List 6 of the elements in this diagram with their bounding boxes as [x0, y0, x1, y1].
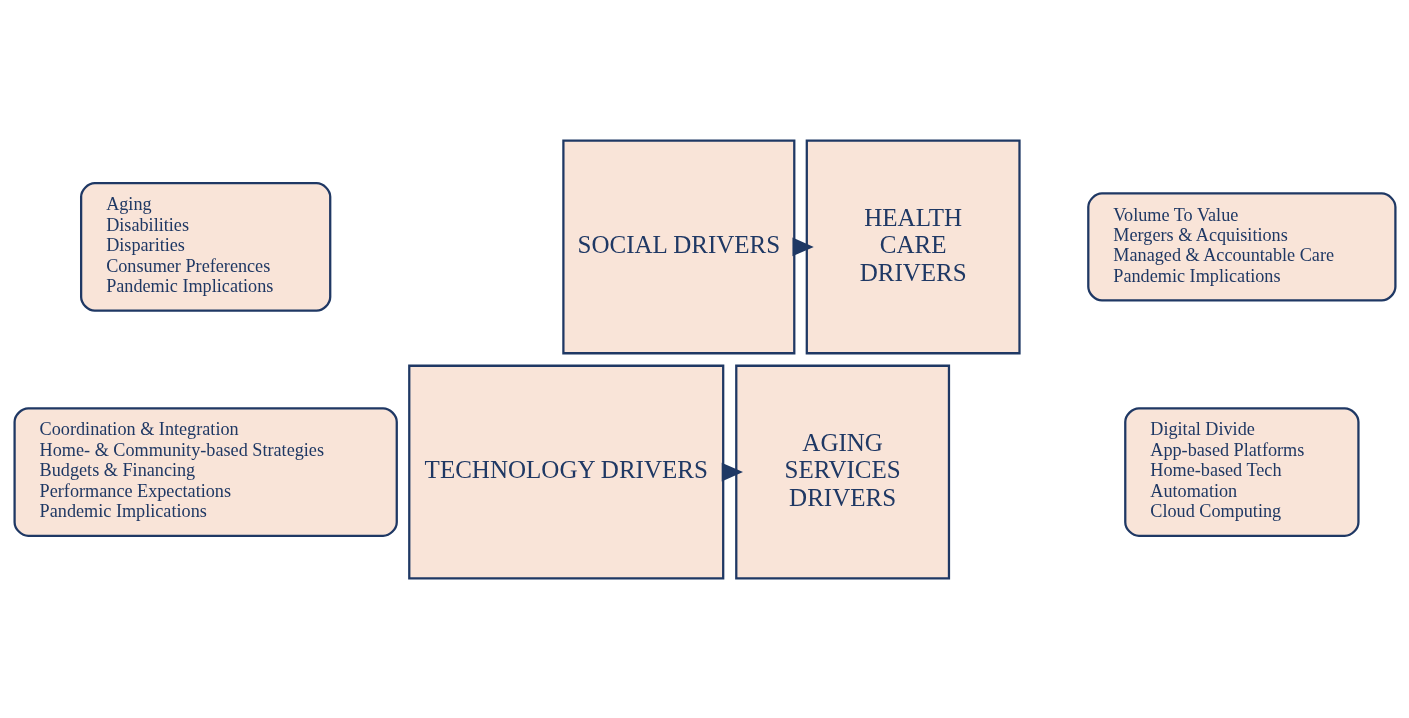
- node-box: HEALTH CARE DRIVERS: [805, 138, 1021, 354]
- node-box: Aging Disabilities Disparities Consumer Preferences Pandemic Implications: [79, 181, 331, 312]
- node-box: AGING SERVICES DRIVERS: [734, 364, 950, 580]
- node-box: Volume To Value Mergers & Acquisitions Managed & Accountable Care Pandemic Implications: [1086, 191, 1397, 301]
- node-box: Digital Divide App-based Platforms Home-based Tech Automation Cloud Computing: [1123, 406, 1360, 537]
- node-box: Coordination & Integration Home- & Community-based Strategies Budgets & Financing Performance Expectations Pandemic Implications: [12, 406, 398, 537]
